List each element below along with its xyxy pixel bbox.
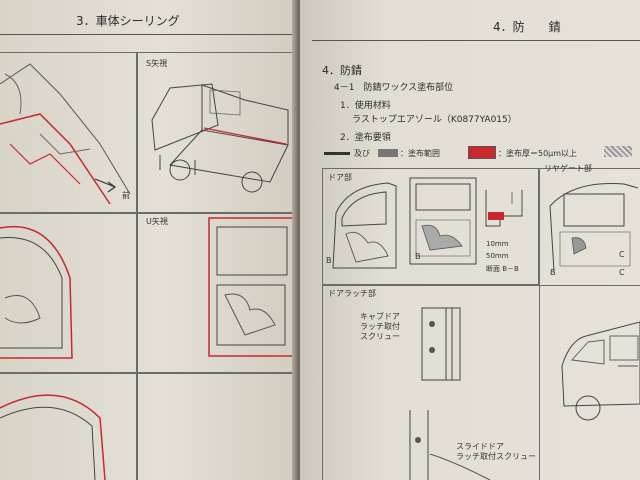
slide-door-latch-drawing [409,410,491,480]
rear-gate-panel [538,168,640,286]
section-b-label-1: B [326,256,332,265]
section-c-label-1: C [619,250,625,259]
rear-sealing-drawing [0,394,106,480]
legend-red-swatch [468,146,496,159]
section-title: 4．防錆 [322,64,362,77]
cab-door-screw-label: キャブドア ラッチ取付 スクリュー [360,312,400,342]
slide-door-screw-label: スライドドア ラッチ取付スクリュー [456,442,536,462]
section-bb-label: 断面 B－B [486,265,519,273]
section-b-label-2: B [415,252,421,261]
legend-gray-swatch [378,149,398,157]
front-arrow-label: 前 [122,191,130,200]
cab-door-screw-line-1: キャブドア [360,312,400,321]
section-c-label-2: C [619,268,625,277]
right-page-header: 4．防 錆 [493,20,561,34]
panel-door-sealing [0,212,138,374]
panel-sealing-overview [0,52,138,214]
door-section-label: ドア部 [328,173,352,182]
rear-gate-drawing [549,183,639,272]
right-page: 4．防 錆 4．防錆 4－1 防錆ワックス塗布部位 1．使用材料 ラストップエア… [300,0,640,480]
dim-50mm: 50mm [486,252,509,260]
door-inner-drawing [409,177,477,265]
item-1-material: 1．使用材料 [340,101,391,111]
section-b-label-3: B [550,268,556,277]
legend-line-swatch [324,152,350,155]
header-rule [0,34,292,35]
u-view-door-drawing [208,217,295,357]
door-panel [322,168,540,286]
truck-drawing [151,83,289,193]
legend-and: 及び [354,149,370,158]
left-page: 3．車体シーリング S矢視 U矢視 前 [0,0,298,480]
legend-coated-area: ：塗布範囲 [400,149,440,158]
section-bb-drawing [485,190,523,227]
panel-blank [136,372,294,480]
cab-door-latch-drawing [421,307,461,381]
panel-rear-sealing [0,372,138,480]
header-rule-right [312,40,640,41]
door-latch-panel [322,284,540,480]
cab-door-screw-line-2: ラッチ取付 [360,322,400,331]
material-name: ラストップエアゾール（K0877YA015） [352,115,517,125]
s-view-label: S矢視 [146,59,168,68]
sealing-overview-drawing [0,63,131,205]
door-outline-drawing [332,182,397,269]
rear-gate-section-label: リヤゲート部 [544,164,592,173]
door-latch-section-label: ドアラッチ部 [328,289,376,298]
slide-door-screw-line-2: ラッチ取付スクリュー [456,452,536,461]
legend-thickness: ：塗布厚＝50μm以上 [498,149,578,158]
slide-door-screw-line-1: スライドドア [456,442,504,451]
item-2-method: 2．塗布要領 [340,133,391,143]
u-view-label: U矢視 [146,217,168,226]
legend-hatched-swatch [604,146,632,157]
left-page-header: 3．車体シーリング [76,14,180,28]
door-sealing-drawing [0,225,73,359]
dim-10mm: 10mm [486,240,509,248]
van-drawing [561,321,640,421]
subsection-title: 4－1 防錆ワックス塗布部位 [334,83,454,93]
cab-door-screw-line-3: スクリュー [360,332,400,341]
